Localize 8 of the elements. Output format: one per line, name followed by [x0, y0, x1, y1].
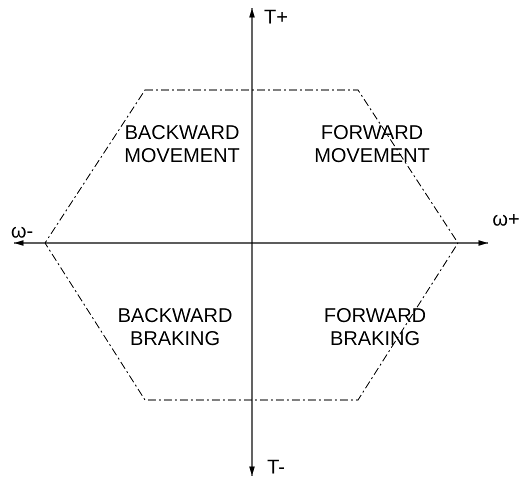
axis-label: T+	[264, 6, 288, 30]
quadrant-label: BACKWARD MOVEMENT	[123, 122, 241, 168]
quadrant-label: BACKWARD BRAKING	[116, 305, 234, 351]
axis-label: ω-	[10, 220, 34, 244]
axis-label: T-	[267, 456, 285, 480]
axis-label: ω+	[492, 208, 520, 232]
quadrant-label: FORWARD MOVEMENT	[313, 122, 431, 168]
quadrant-label: FORWARD BRAKING	[322, 305, 428, 351]
